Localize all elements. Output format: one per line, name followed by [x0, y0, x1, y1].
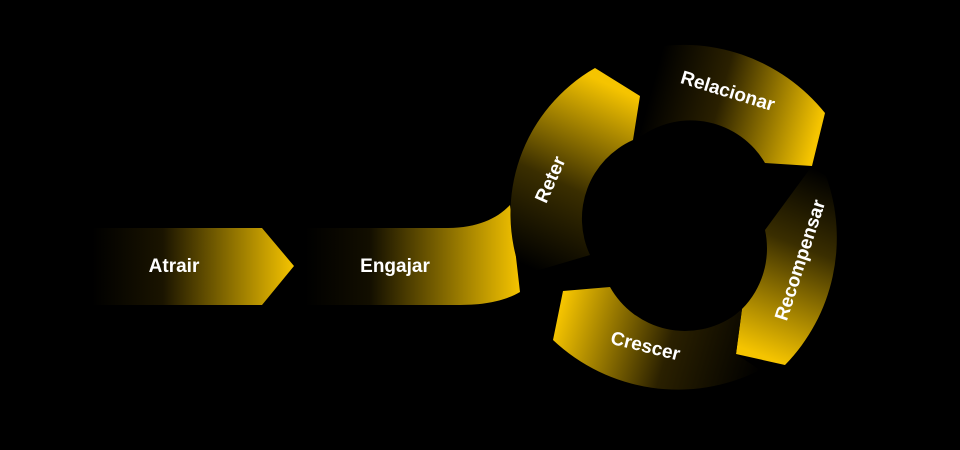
stage-recompensar-segment [736, 166, 837, 365]
stage-engajar-label: Engajar [360, 256, 430, 277]
stage-crescer: Crescer [553, 287, 760, 390]
stage-reter-segment [510, 68, 640, 275]
stage-crescer-segment [553, 287, 760, 390]
stage-engajar: Engajar [305, 205, 520, 305]
stage-relacionar: Relacionar [640, 44, 825, 166]
stage-engajar-arrow [305, 205, 520, 305]
stage-relacionar-segment [640, 44, 825, 166]
stage-reter: Reter [510, 68, 640, 275]
stage-atrair-label: Atrair [149, 256, 200, 277]
stage-atrair-arrow [92, 228, 294, 305]
stage-recompensar: Recompensar [736, 166, 837, 365]
stage-atrair: Atrair [92, 228, 294, 305]
